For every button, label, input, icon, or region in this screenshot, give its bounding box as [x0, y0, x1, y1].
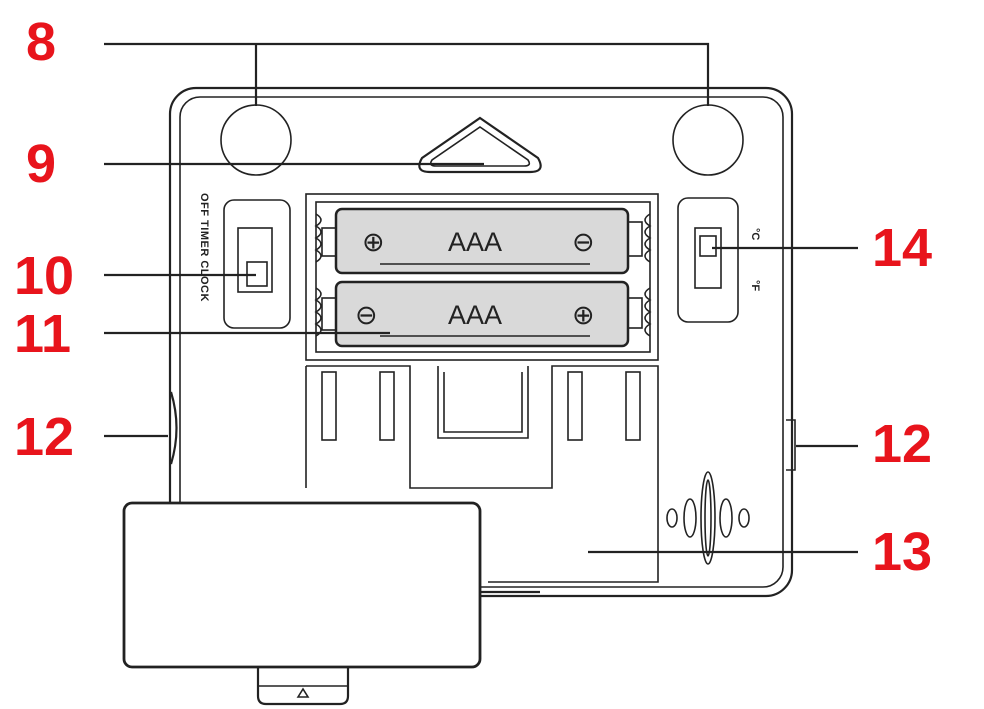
battery-2-plus-terminal: ⊕ [572, 300, 595, 330]
unit-fahrenheit-label: °F [749, 280, 761, 291]
unit-celsius-label: °C [749, 228, 761, 240]
temperature-unit-switch[interactable] [677, 197, 739, 323]
callout-10: 10 [14, 246, 74, 306]
battery-2-minus-terminal: ⊖ [355, 300, 378, 330]
callout-8: 8 [26, 12, 56, 72]
side-button-right [786, 419, 796, 471]
speaker-grille [666, 471, 750, 565]
battery-cover [122, 501, 540, 706]
off-timer-clock-label: OFF TIMER CLOCK [198, 193, 210, 302]
battery-2: ⊖ AAA ⊕ [314, 280, 652, 348]
rubber-foot-right [672, 104, 744, 176]
battery-cover-recess [305, 365, 659, 583]
callout-14: 14 [872, 218, 932, 278]
callout-12-left: 12 [14, 407, 74, 467]
callout-11: 11 [14, 304, 71, 364]
battery-1: ⊕ AAA ⊖ [314, 207, 652, 275]
battery-2-label: AAA [448, 300, 502, 330]
callout-13: 13 [872, 522, 932, 582]
callout-9: 9 [26, 134, 56, 194]
battery-1-label: AAA [448, 227, 502, 257]
battery-1-plus-terminal: ⊕ [362, 227, 385, 257]
battery-1-minus-terminal: ⊖ [572, 227, 595, 257]
callout-12-right: 12 [872, 414, 932, 474]
side-button-left [169, 391, 178, 465]
off-timer-clock-switch[interactable] [223, 199, 291, 329]
battery-compartment [305, 193, 659, 361]
leader-lines [104, 42, 858, 554]
